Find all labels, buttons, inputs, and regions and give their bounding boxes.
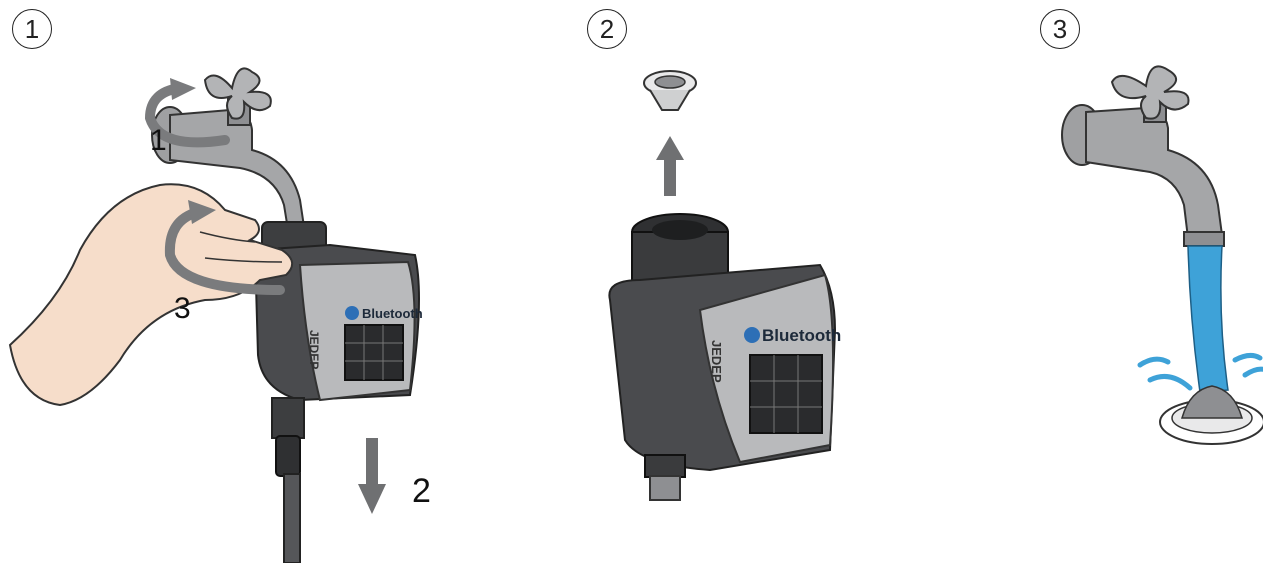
step-1-badge: 1 xyxy=(12,9,52,49)
step-1-illustration: 1 Bluetooth JEDEP 2 3 xyxy=(8,67,431,563)
water-stream xyxy=(1187,245,1229,393)
step-3-illustration xyxy=(1061,65,1263,445)
inlet-opening xyxy=(652,220,708,240)
bluetooth-icon xyxy=(345,306,359,320)
water-splash xyxy=(1137,352,1263,391)
outlet-nut xyxy=(644,454,686,478)
step-3-panel: 3 xyxy=(850,0,1263,563)
tap-handle xyxy=(1110,65,1190,120)
step-2-illustration: Bluetooth JEDEP xyxy=(608,70,841,501)
nut-turn-arrowhead xyxy=(188,200,216,224)
step-2-panel: 2 Bluetooth JEDEP xyxy=(440,0,850,563)
tap-turn-arrowhead xyxy=(170,78,196,100)
step-3-badge: 3 xyxy=(1040,9,1080,49)
filter-washer-cone xyxy=(649,89,691,111)
remove-up-arrow-shaft xyxy=(664,158,676,196)
filter-washer-center xyxy=(654,75,686,89)
outlet-thread xyxy=(649,475,681,501)
nut-turn-arrow xyxy=(164,207,285,295)
device-side-label: JEDEP xyxy=(307,330,321,369)
washer-cone xyxy=(1181,385,1243,419)
device-side-label: JEDEP xyxy=(709,340,724,383)
solar-panel-grid xyxy=(750,355,822,433)
pull-down-arrow-shaft xyxy=(366,438,378,486)
tap-turn-label: 1 xyxy=(150,124,167,157)
step-1-panel: 1 1 Bluetooth JEDEP 2 xyxy=(0,0,440,563)
pull-down-arrowhead xyxy=(358,484,386,514)
hand-fingers xyxy=(199,231,283,263)
tap-turn-arrow xyxy=(144,83,230,148)
step-2-badge: 2 xyxy=(587,9,627,49)
device-brand-label: Bluetooth xyxy=(362,306,423,321)
tap-handle xyxy=(203,67,272,120)
hose-connector xyxy=(275,435,301,477)
tap-spout xyxy=(1183,231,1225,247)
pull-down-label: 2 xyxy=(412,472,431,510)
outlet-connector xyxy=(271,397,305,439)
device-brand-label: Bluetooth xyxy=(762,326,841,345)
tap-body xyxy=(1085,106,1224,240)
solar-panel-grid xyxy=(345,325,403,380)
nut-turn-label: 3 xyxy=(174,292,191,325)
solar-panel xyxy=(344,324,404,381)
remove-up-arrowhead xyxy=(656,136,684,160)
solar-panel xyxy=(749,354,823,434)
hand xyxy=(8,183,293,407)
bluetooth-icon xyxy=(744,327,760,343)
hose xyxy=(283,473,301,563)
